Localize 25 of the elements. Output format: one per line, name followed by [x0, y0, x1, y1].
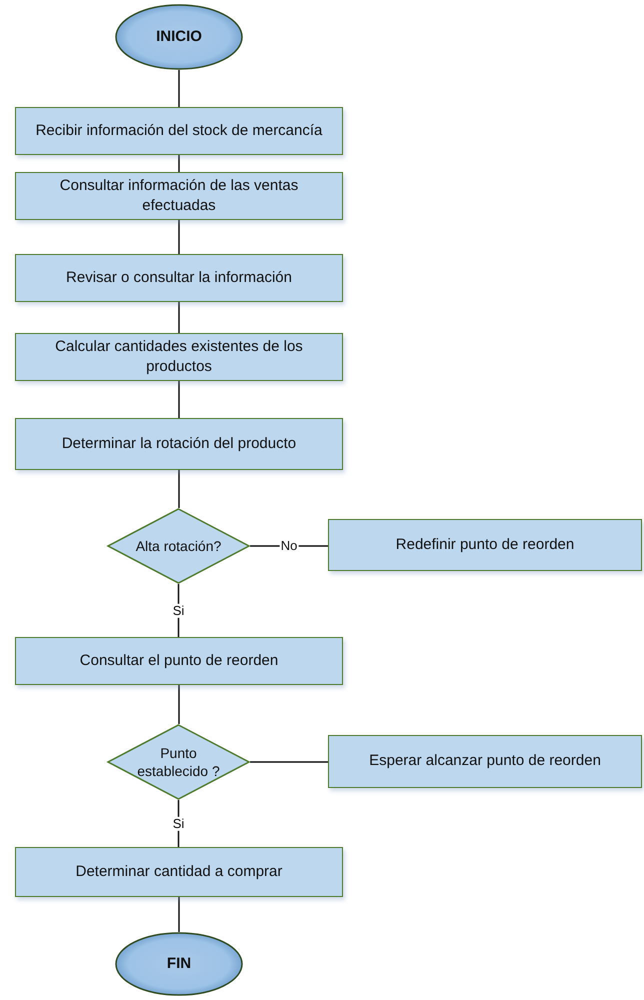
process-box: Consultar información de las ventas efectuadas [15, 172, 343, 220]
edge-label: Si [172, 603, 186, 618]
terminal-text: INICIO [156, 27, 202, 47]
connector-line [178, 70, 180, 107]
process-box: Consultar el punto de reorden [15, 637, 343, 685]
connector-line [178, 302, 180, 333]
process-box: Redefinir punto de reorden [328, 519, 642, 571]
connector-line [178, 220, 180, 254]
connector-line [178, 381, 180, 418]
connector-line [178, 897, 180, 932]
process-box: Revisar o consultar la información [15, 254, 343, 302]
process-box: Recibir información del stock de mercancía [15, 107, 343, 155]
process-box: Determinar la rotación del producto [15, 418, 343, 470]
terminal-text: FIN [166, 954, 192, 974]
process-box: Esperar alcanzar punto de reorden [328, 735, 642, 788]
process-box: Determinar cantidad a comprar [15, 847, 343, 897]
connector-line [250, 761, 328, 763]
edge-label: Si [172, 816, 186, 831]
process-box: Calcular cantidades existentes de los productos [15, 333, 343, 381]
connector-line [178, 685, 180, 724]
connector-line [178, 155, 180, 172]
connector-line [178, 470, 180, 508]
decision-text: Alta rotación? [136, 536, 222, 556]
decision-text: Punto establecido ? [136, 744, 221, 780]
edge-label: No [280, 538, 298, 554]
